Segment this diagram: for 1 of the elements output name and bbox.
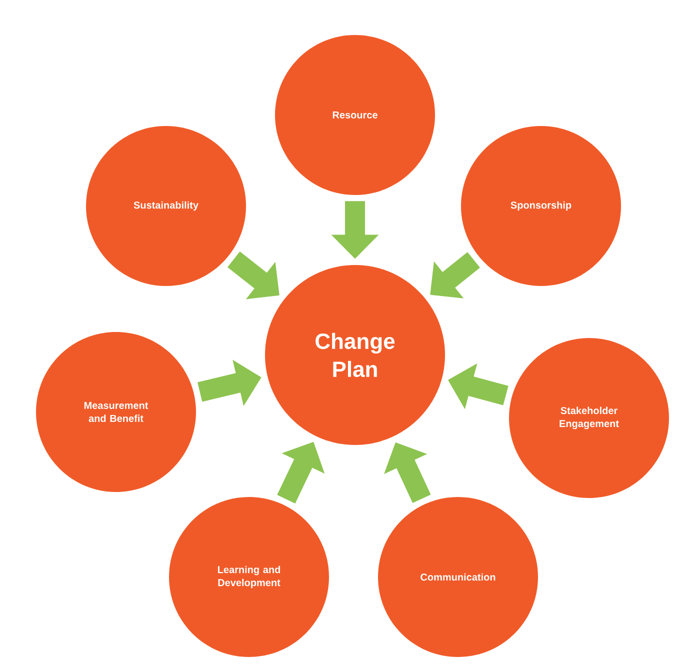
block-arrow xyxy=(430,252,480,298)
